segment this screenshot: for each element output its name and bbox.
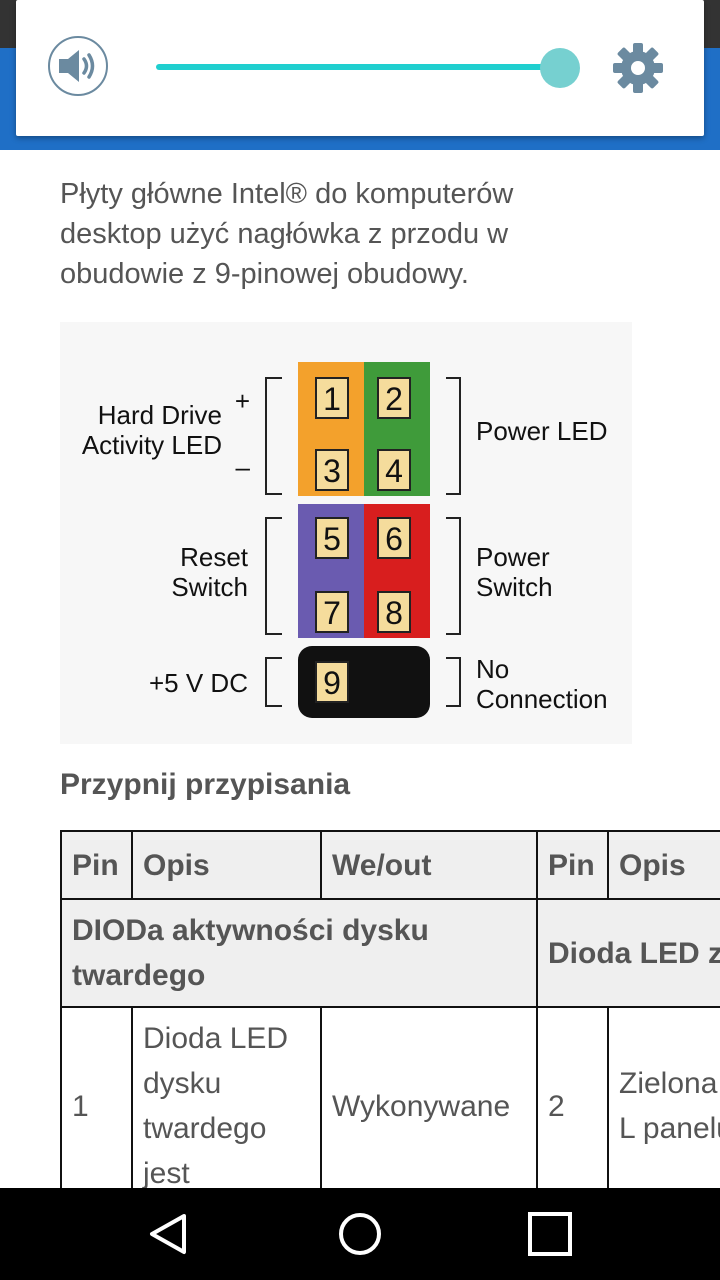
table-header-row: Pin Opis We/out Pin Opis <box>60 830 720 900</box>
reset-switch-bracket <box>265 517 282 635</box>
intro-paragraph: Płyty główne Intel® do komputerów deskto… <box>60 178 514 290</box>
speaker-icon <box>59 50 95 82</box>
pin-assignment-table: Pin Opis We/out Pin Opis DIODa aktywnośc… <box>60 830 720 1188</box>
hdd-led-plus-sign: + <box>235 386 250 416</box>
home-button[interactable] <box>336 1210 384 1258</box>
back-button[interactable] <box>144 1210 192 1258</box>
header-pin-2: Pin <box>536 830 609 900</box>
cell-pin-left: 1 <box>60 1006 133 1188</box>
section-title: Przypnij przypisania <box>60 768 351 801</box>
recents-button[interactable] <box>526 1210 574 1258</box>
power-5v-bracket <box>265 657 282 707</box>
back-icon <box>150 1214 186 1254</box>
settings-button[interactable] <box>612 42 664 94</box>
header-we-out: We/out <box>320 830 538 900</box>
pin-8-box <box>377 591 411 633</box>
power-switch-bracket <box>446 517 461 635</box>
pin-7-box <box>315 591 349 633</box>
power-switch-label-line1: Power <box>476 542 550 572</box>
pin-5-box <box>315 517 349 559</box>
cell-pin-right: 2 <box>536 1006 609 1188</box>
pin-2-label: 2 <box>385 381 403 417</box>
power-switch-label-line2: Switch <box>476 572 553 602</box>
navigation-bar <box>0 1188 720 1280</box>
hdd-led-bracket <box>265 377 282 495</box>
home-icon <box>339 1213 381 1255</box>
pin-8-label: 8 <box>385 595 403 631</box>
volume-panel <box>16 0 704 136</box>
reset-switch-label-line2: Switch <box>171 572 248 602</box>
power-5v-label: +5 V DC <box>149 668 248 698</box>
cell-opis-right: Zielona dioda L panelu <box>607 1006 720 1188</box>
cell-inout: Wykonywane <box>320 1006 538 1188</box>
power-led-bracket <box>446 377 461 495</box>
pin-7-label: 7 <box>323 595 341 631</box>
hdd-led-label-line2: Activity LED <box>82 430 222 460</box>
pin-5-label: 5 <box>323 521 341 557</box>
pin-2-box <box>377 377 411 419</box>
pin-1-label: 1 <box>323 381 341 417</box>
pin-1-box <box>315 377 349 419</box>
header-opis: Opis <box>131 830 322 900</box>
volume-slider-thumb[interactable] <box>540 48 580 88</box>
pin-9-label: 9 <box>323 665 341 701</box>
front-panel-header-diagram: 1 2 3 4 5 6 7 8 9 Hard Drive <box>60 322 632 744</box>
header-opis-2: Opis <box>607 830 720 900</box>
hdd-led-label-line1: Hard Drive <box>98 400 222 430</box>
cell-opis-left: Dioda LED dysku twardego jest <box>131 1006 322 1188</box>
pin-3-box <box>315 449 349 491</box>
pin-9-box <box>315 661 349 703</box>
table-row: 1 Dioda LED dysku twardego jest Wykonywa… <box>60 1006 720 1188</box>
no-connection-label-line1: No <box>476 654 509 684</box>
recents-icon <box>528 1212 572 1256</box>
no-connection-bracket <box>446 657 461 707</box>
power-led-label: Power LED <box>476 416 608 446</box>
no-connection-label-line2: Connection <box>476 684 608 714</box>
speaker-button[interactable] <box>48 36 108 96</box>
pinout-svg: 1 2 3 4 5 6 7 8 9 Hard Drive <box>82 362 608 718</box>
table-group-row: DIODa aktywności dysku twardego Dioda LE… <box>60 898 720 1008</box>
reset-switch-label-line1: Reset <box>180 542 249 572</box>
pin-4-box <box>377 449 411 491</box>
pin-6-label: 6 <box>385 521 403 557</box>
group-power-led: Dioda LED z <box>536 898 720 1008</box>
gear-icon <box>613 43 663 93</box>
pin-4-label: 4 <box>385 453 403 489</box>
header-pin: Pin <box>60 830 133 900</box>
article-content: Płyty główne Intel® do komputerów deskto… <box>0 150 720 1188</box>
volume-slider[interactable] <box>156 64 560 70</box>
group-hdd-led: DIODa aktywności dysku twardego <box>60 898 538 1008</box>
pin-6-box <box>377 517 411 559</box>
hdd-led-minus-sign: – <box>236 452 251 482</box>
pin-3-label: 3 <box>323 453 341 489</box>
